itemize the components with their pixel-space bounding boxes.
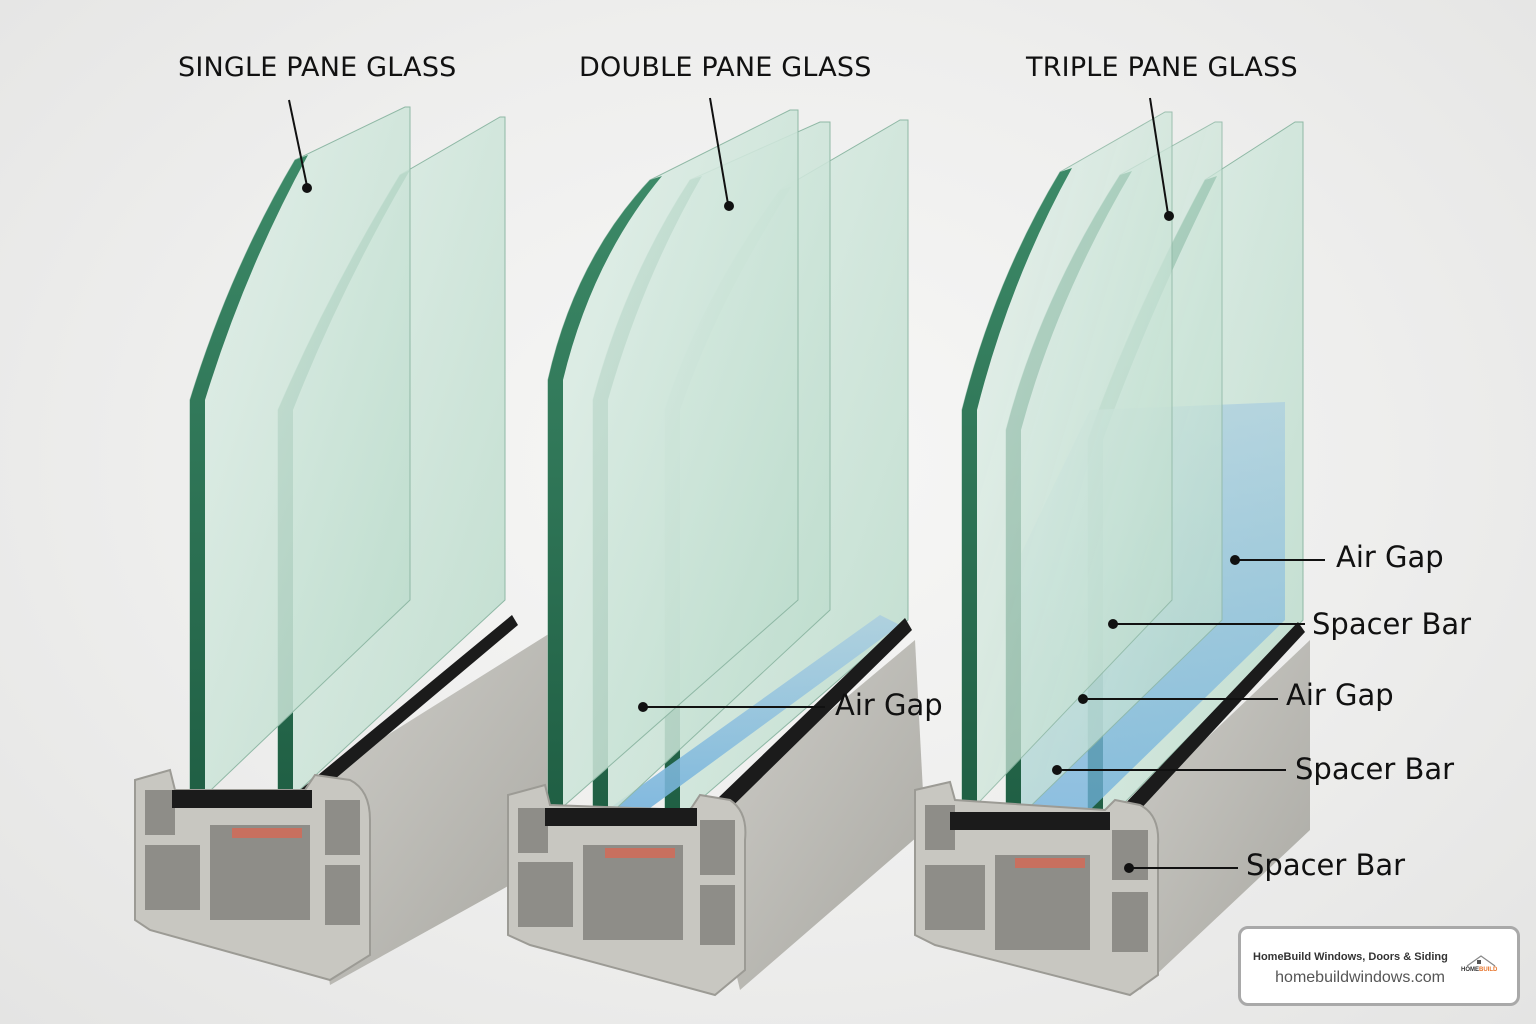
title-leader-line [709, 97, 729, 205]
frame-chamber [700, 885, 735, 945]
triple-pane-title: TRIPLE PANE GLASS [1026, 52, 1298, 83]
frame-body [1110, 640, 1310, 990]
glass-edge-front [548, 176, 662, 820]
steel-reinforcement [605, 848, 675, 858]
single-pane-title: SINGLE PANE GLASS [178, 52, 457, 83]
frame-chamber [518, 808, 548, 853]
air-gap-callout-dot [1078, 694, 1088, 704]
glass-edge-back [278, 170, 410, 810]
callout-dot [724, 201, 734, 211]
title-leader-line [288, 99, 308, 187]
glazing-bead [545, 808, 697, 826]
single-pane-assembly [134, 99, 555, 985]
spacer-bar-callout-dot [1052, 765, 1062, 775]
gasket [690, 618, 912, 838]
homebuild-logo: HOMEBUILD [1461, 953, 1501, 983]
frame-chamber [210, 825, 310, 920]
steel-reinforcement [1015, 858, 1085, 868]
frame-chamber [325, 865, 360, 925]
frame-chamber [995, 855, 1090, 950]
brand-name: HomeBuild Windows, Doors & Siding [1253, 951, 1448, 963]
spacer-bar-callout-dot [1108, 619, 1118, 629]
glazing-bead [950, 812, 1110, 830]
brand-watermark-card: HomeBuild Windows, Doors & Siding homebu… [1238, 926, 1520, 1006]
frame-chamber [925, 865, 985, 930]
frame-chamber [700, 820, 735, 875]
glass-edge-front [190, 155, 308, 810]
callout-dot [302, 183, 312, 193]
air-gap-callout-dot [638, 702, 648, 712]
triple-spacer-bar-label-2: Spacer Bar [1295, 752, 1455, 786]
double-pane-title: DOUBLE PANE GLASS [579, 52, 872, 83]
frame-chamber [1112, 892, 1148, 952]
gasket [1100, 622, 1305, 842]
triple-air-gap-label-2: Air Gap [1286, 678, 1394, 712]
logo-wordmark: HOMEBUILD [1461, 967, 1498, 973]
house-icon [1466, 955, 1496, 967]
air-gap-callout-dot [1230, 555, 1240, 565]
frame-chamber [583, 845, 683, 940]
air-gap-fill [600, 615, 900, 830]
triple-air-gap-label-1: Air Gap [1336, 540, 1444, 574]
glass-edge-front [962, 168, 1072, 820]
title-leader-line [1149, 97, 1169, 215]
frame-body [700, 640, 925, 990]
brand-url: homebuildwindows.com [1275, 969, 1445, 986]
gasket [300, 615, 518, 800]
triple-pane-assembly [914, 97, 1325, 997]
triple-spacer-bar-label-3: Spacer Bar [1246, 848, 1406, 882]
frame-chamber [518, 862, 573, 927]
frame-chamber [325, 800, 360, 855]
frame-chamber [145, 845, 200, 910]
steel-reinforcement [232, 828, 302, 838]
spacer-bar-callout-dot [1124, 863, 1134, 873]
double-pane-assembly [507, 97, 925, 997]
triple-spacer-bar-label-1: Spacer Bar [1312, 607, 1472, 641]
frame-chamber [145, 790, 175, 835]
callout-dot [1164, 211, 1174, 221]
double-air-gap-label: Air Gap [835, 688, 943, 722]
glazing-bead [172, 790, 312, 808]
